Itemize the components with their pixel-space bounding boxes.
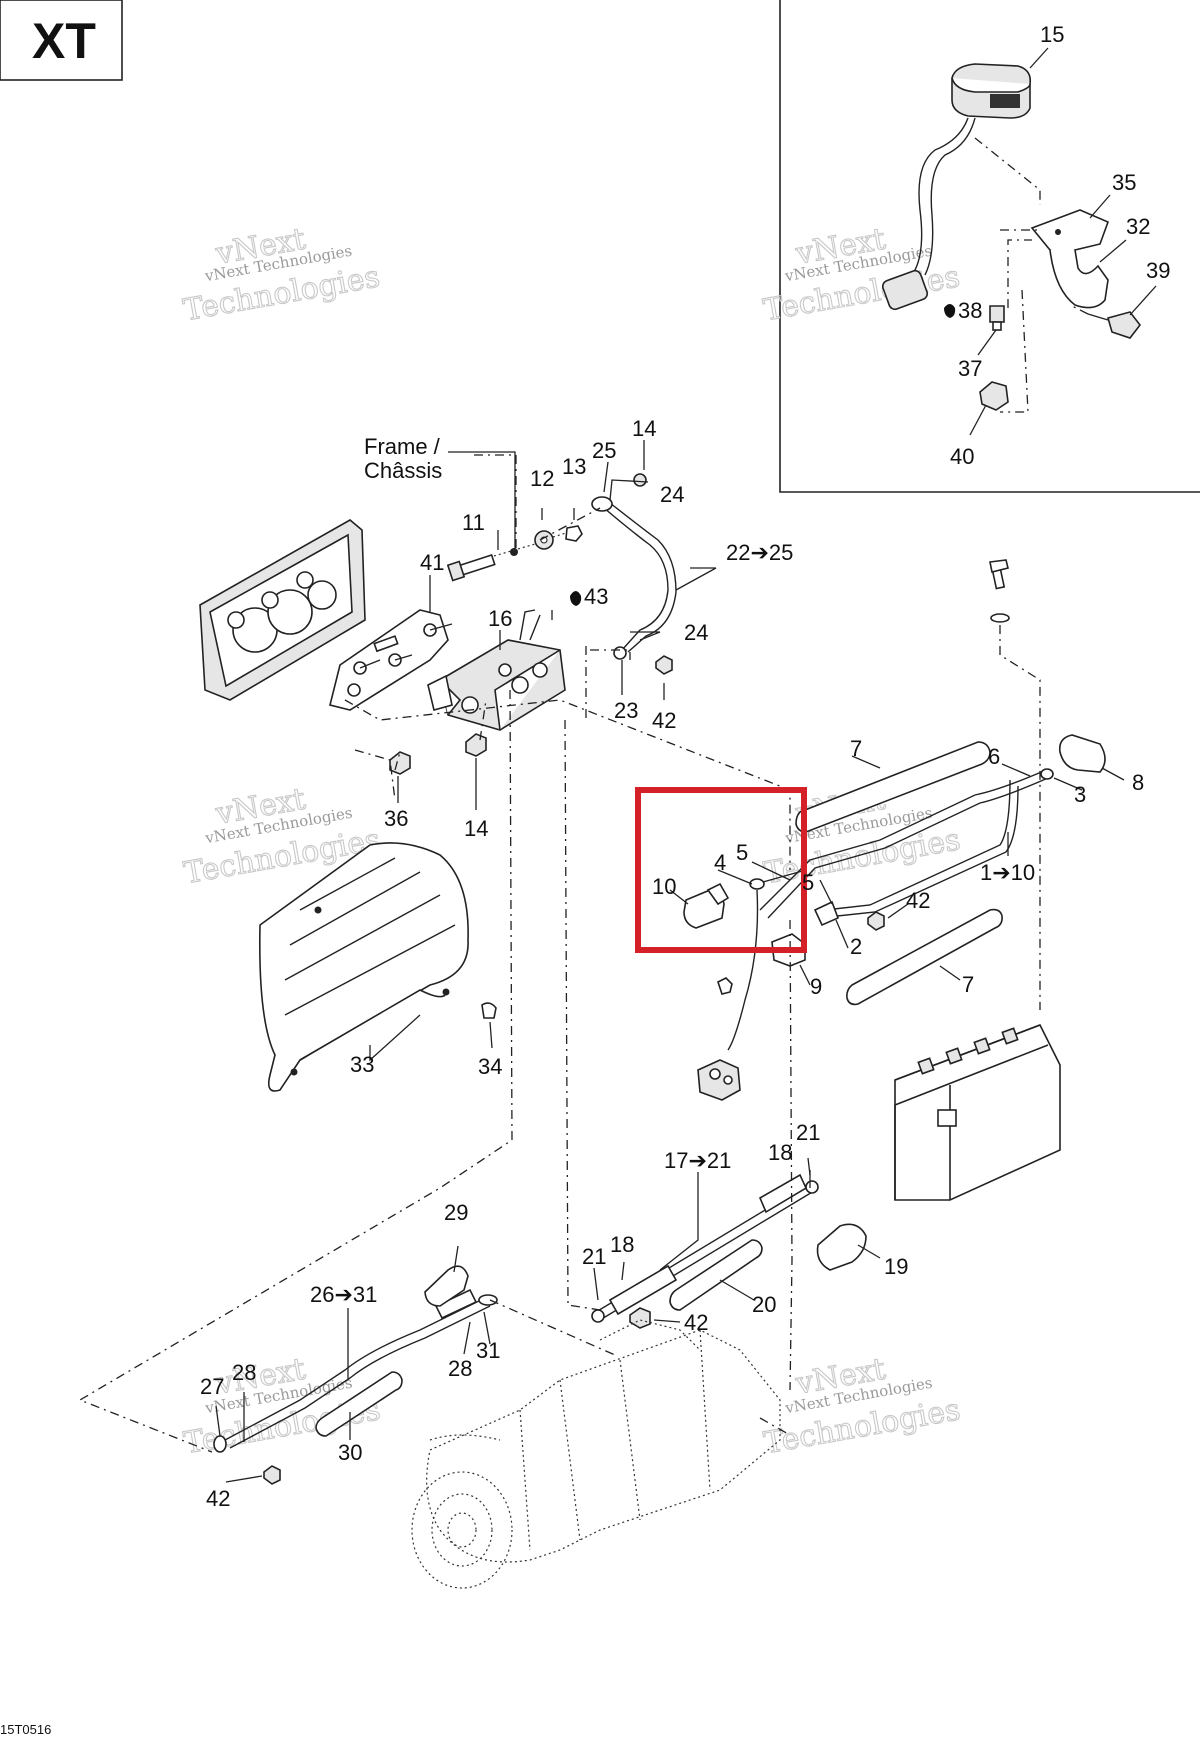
- nut-42: [655, 655, 673, 675]
- callout-19: 19: [884, 1254, 908, 1279]
- callout-8: 8: [1132, 770, 1144, 795]
- frame-label-line1: Frame /: [364, 434, 441, 459]
- callout-41: 41: [420, 550, 444, 575]
- callout-32: 32: [1126, 214, 1150, 239]
- callout-4: 4: [714, 850, 726, 875]
- callout-28: 28: [448, 1356, 472, 1381]
- callout-11: 11: [462, 510, 485, 535]
- callout-12: 12: [530, 466, 554, 491]
- callout-9: 9: [810, 974, 822, 999]
- screw-and-washer: [989, 559, 1010, 623]
- callout-42: 42: [684, 1310, 708, 1335]
- callout-40: 40: [950, 444, 974, 469]
- nut-42: [867, 911, 885, 931]
- callout-13: 13: [562, 454, 586, 479]
- oil-drop-icon: [944, 304, 956, 318]
- callout-6: 6: [988, 744, 1000, 769]
- callout-2: 2: [850, 934, 862, 959]
- lug-4-wire: [762, 869, 807, 883]
- callout-28: 28: [232, 1360, 256, 1385]
- lug-4: [749, 878, 765, 890]
- callout-21: 21: [582, 1244, 606, 1269]
- terminal-boot-19: [816, 1223, 867, 1271]
- callout-37: 37: [958, 356, 982, 381]
- instrument-panel: [199, 519, 366, 701]
- nut-36: [389, 751, 411, 775]
- callout-17-21: 17➔21: [664, 1148, 731, 1173]
- assembly-lines: [78, 454, 1041, 1453]
- callout-7: 7: [850, 736, 862, 761]
- callout-35: 35: [1112, 170, 1136, 195]
- callout-38: 38: [958, 298, 982, 323]
- drawing-code: 15T0516: [0, 1722, 51, 1737]
- callout-39: 39: [1146, 258, 1170, 283]
- callout-18: 18: [768, 1140, 792, 1165]
- leader-lines: [215, 47, 1157, 1483]
- model-badge: XT: [0, 0, 123, 81]
- terminal-2: [813, 900, 840, 927]
- terminal-boot-29: [424, 1265, 469, 1307]
- mounting-bracket-41: [329, 609, 453, 711]
- callout-5: 5: [736, 840, 748, 865]
- callout-14: 14: [632, 416, 656, 441]
- callout-16: 16: [488, 606, 512, 631]
- frame-label-line2: Châssis: [364, 458, 442, 483]
- callout-18: 18: [610, 1232, 634, 1257]
- model-badge-text: XT: [32, 13, 96, 69]
- starter-motor: [411, 1319, 781, 1589]
- callout-24: 24: [660, 482, 684, 507]
- callout-29: 29: [444, 1200, 468, 1225]
- callout-20: 20: [752, 1292, 776, 1317]
- callout-30: 30: [338, 1440, 362, 1465]
- callout-1-10: 1➔10: [980, 860, 1035, 885]
- bolt-11-washer-nut: [446, 525, 583, 582]
- callout-7: 7: [962, 972, 974, 997]
- battery: [894, 1023, 1061, 1201]
- callout-24: 24: [684, 620, 708, 645]
- tube-7-lower: [846, 908, 1003, 1006]
- highlight-box: [635, 787, 807, 953]
- nut-42: [263, 1465, 281, 1485]
- callout-36: 36: [384, 806, 408, 831]
- callout-10: 10: [652, 874, 676, 899]
- tube-7-upper: [795, 741, 991, 833]
- inset-switch-assembly: [881, 63, 1142, 413]
- cable-26-31: [213, 1288, 498, 1453]
- callout-25: 25: [592, 438, 616, 463]
- callout-22-25: 22➔25: [726, 540, 793, 565]
- positive-cable-6: [759, 768, 1054, 919]
- starter-relay: [697, 977, 741, 1101]
- callout-labels: 15 35 32 39 38 37 40 Frame / Châssis 14 …: [0, 22, 1170, 1737]
- clip-34: [481, 1002, 497, 1019]
- callout-42: 42: [652, 708, 676, 733]
- callout-42: 42: [206, 1486, 230, 1511]
- callout-43: 43: [584, 584, 608, 609]
- callout-3: 3: [1074, 782, 1086, 807]
- nut-42: [629, 1307, 651, 1329]
- oil-drop-icon: [570, 591, 582, 606]
- ground-cable-24: [591, 473, 677, 660]
- callout-5: 5: [802, 870, 814, 895]
- callout-27: 27: [200, 1374, 224, 1399]
- callout-21: 21: [796, 1120, 820, 1145]
- tube-20: [669, 1239, 763, 1311]
- inset-detail-box: [779, 0, 1200, 493]
- callout-31: 31: [476, 1338, 500, 1363]
- boot-10-collar: [706, 882, 730, 906]
- callout-33: 33: [350, 1052, 374, 1077]
- callout-14: 14: [464, 816, 488, 841]
- callout-34: 34: [478, 1054, 502, 1079]
- callout-26-31: 26➔31: [310, 1282, 377, 1307]
- terminal-boot-8: [1058, 734, 1106, 773]
- callout-23: 23: [614, 698, 638, 723]
- cover-33: [258, 842, 469, 1092]
- nut-14: [465, 733, 487, 757]
- cable-17-21: [591, 1173, 819, 1323]
- callout-42: 42: [906, 888, 930, 913]
- callout-15: 15: [1040, 22, 1064, 47]
